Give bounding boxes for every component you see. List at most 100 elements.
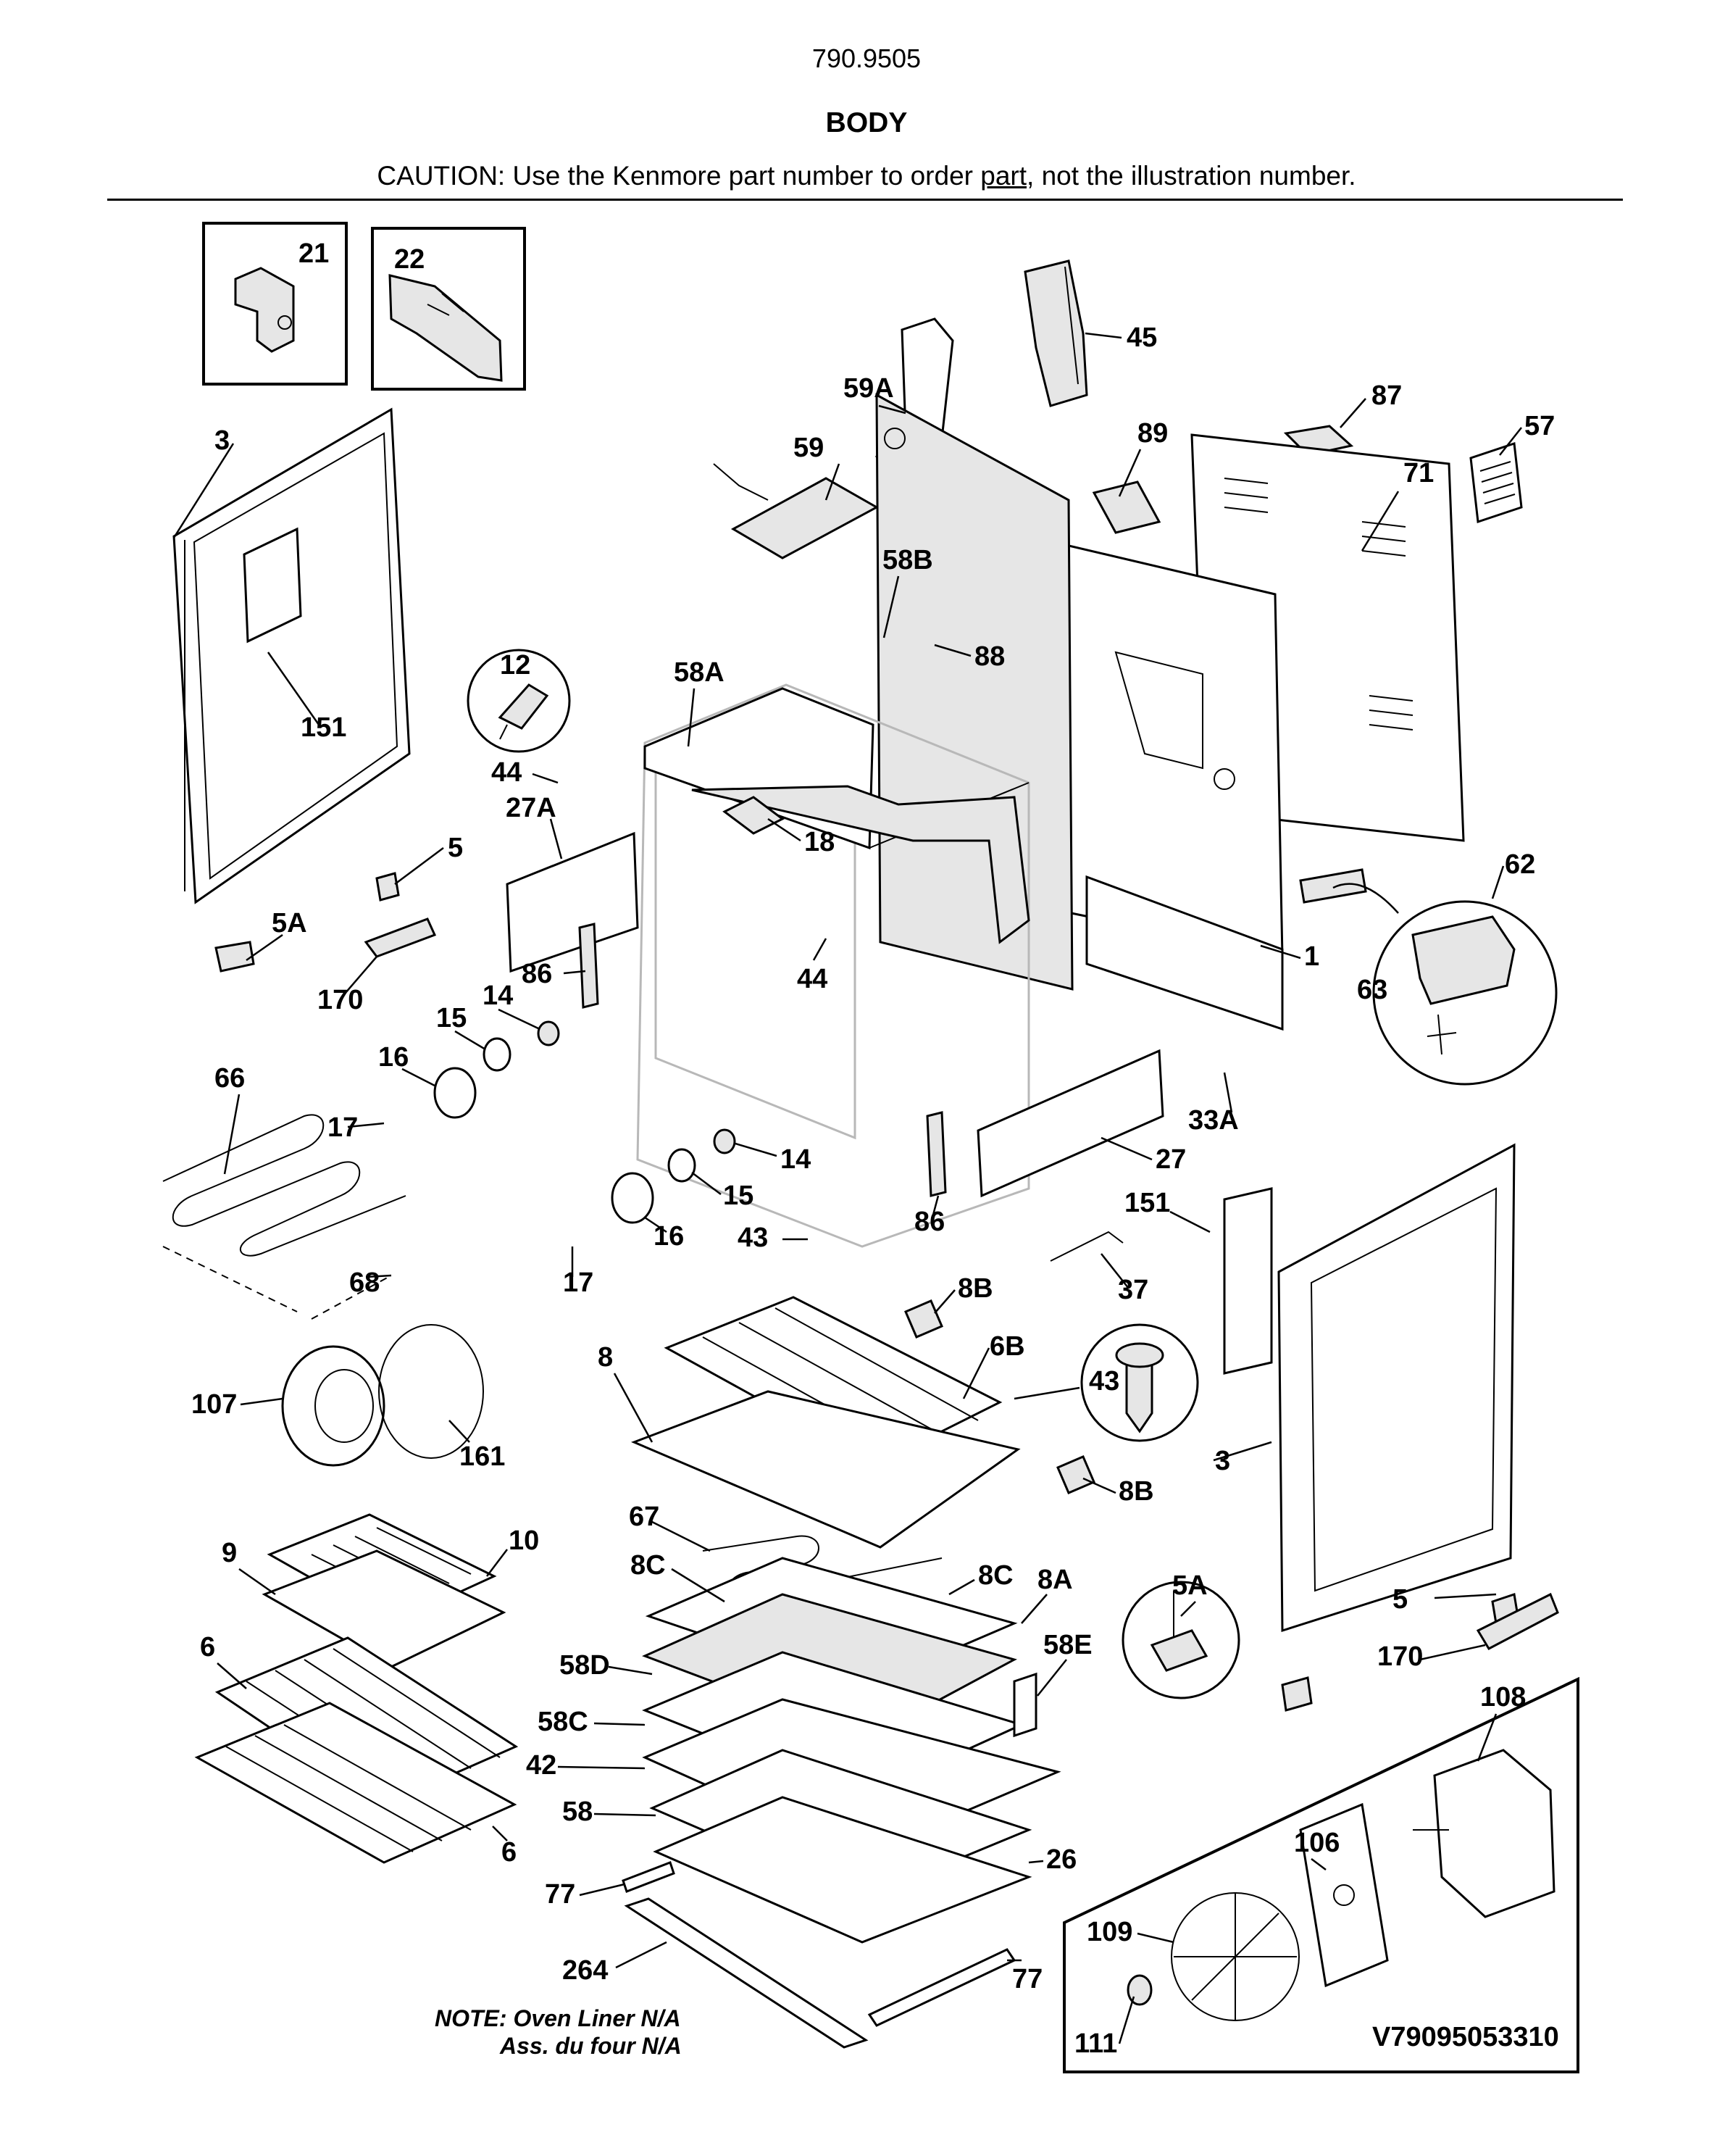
callout-label: 27: [1156, 1144, 1186, 1175]
callout-label: 264: [562, 1955, 608, 1986]
callout-label: 22: [394, 244, 425, 275]
callout-label: 16: [378, 1042, 409, 1073]
callout-label: 27A: [506, 793, 556, 823]
callout-label: 8: [598, 1342, 613, 1373]
callout-label: 86: [914, 1207, 945, 1237]
part-22-bracket: [388, 274, 503, 382]
convection-motor-inset-box: [1063, 1676, 1579, 2073]
part-264-kick-panel: [624, 1897, 869, 2049]
callout-label: 10: [509, 1526, 539, 1556]
caution-text: CAUTION: Use the Kenmore part number to …: [0, 161, 1733, 191]
part-45-bracket: [1024, 259, 1088, 407]
part-77-slide-left: [622, 1861, 675, 1893]
part-8-broil-pan: [630, 1390, 1021, 1549]
callout-label: 87: [1371, 380, 1402, 411]
callout-label: 161: [459, 1441, 505, 1472]
callout-label: 108: [1480, 1682, 1526, 1712]
part-62-terminal-inset: [1332, 883, 1558, 1086]
callout-label: 6: [501, 1837, 517, 1868]
part-37-wire: [1050, 1231, 1124, 1262]
oven-lamp-assembly-upper: [433, 1020, 560, 1119]
part-5A-leg-inset: [1122, 1581, 1240, 1699]
callout-label: 151: [301, 712, 346, 743]
part-106-fan-shroud: [1299, 1802, 1389, 1988]
part-27A-side-rail: [506, 831, 639, 973]
part-8B-bracket-upper: [904, 1299, 943, 1339]
callout-label: 71: [1403, 458, 1434, 488]
callout-label: 8B: [958, 1273, 993, 1304]
callout-label: 17: [327, 1112, 358, 1143]
callout-label: 58A: [674, 657, 724, 688]
callout-label: 8A: [1037, 1565, 1073, 1595]
part-8B-bracket-lower: [1056, 1455, 1095, 1494]
callout-label: 170: [317, 985, 363, 1015]
callout-label: 1: [1304, 941, 1319, 972]
part-12-thermostat-inset: [467, 649, 571, 753]
inset-box-part-21: [202, 222, 348, 386]
callout-label: 21: [298, 238, 329, 269]
part-58B-insulation: [875, 393, 1074, 991]
callout-label: 8C: [978, 1560, 1014, 1591]
callout-label: 58: [562, 1797, 593, 1827]
callout-label: 58B: [882, 545, 933, 575]
callout-label: 88: [974, 641, 1005, 672]
callout-label: 62: [1505, 849, 1535, 880]
part-5A-leg-right: [1281, 1676, 1313, 1712]
part-33A-rear-rail: [1085, 875, 1284, 1031]
callout-label: 5: [448, 833, 463, 863]
callout-label: 17: [563, 1268, 593, 1298]
callout-label: 5A: [1172, 1570, 1208, 1601]
callout-label: 58E: [1043, 1630, 1093, 1660]
part-5A-leg-bracket: [214, 941, 255, 973]
part-170-anti-tip-bracket: [364, 917, 437, 958]
callout-leader-lines: [172, 332, 1522, 2044]
callout-label: 5: [1392, 1584, 1408, 1615]
drawing-number: V79095053310: [1372, 2022, 1559, 2052]
model-number: 790.9505: [811, 43, 922, 73]
part-43-screw-inset: [1080, 1323, 1199, 1442]
callout-label: 3: [1215, 1446, 1230, 1476]
part-108-convection-motor: [1413, 1749, 1555, 1918]
callout-label: 170: [1377, 1641, 1423, 1672]
part-161-gasket-ring: [378, 1324, 484, 1459]
part-109-fan-blade: [1171, 1892, 1300, 2021]
part-111-nut: [1127, 1974, 1153, 2006]
callout-label: 43: [1089, 1366, 1119, 1397]
callout-label: 63: [1357, 975, 1387, 1005]
callout-label: 109: [1087, 1917, 1132, 1947]
callout-label: 14: [780, 1144, 811, 1175]
callout-label: 106: [1294, 1828, 1340, 1858]
part-18-clip: [722, 796, 785, 835]
callout-label: 57: [1524, 411, 1555, 441]
part-6-oven-rack-lower: [194, 1702, 517, 1864]
callout-label: 59: [793, 433, 824, 463]
part-170-bracket-right: [1476, 1592, 1559, 1650]
callout-label: 58C: [538, 1707, 588, 1737]
callout-label: 9: [222, 1538, 237, 1568]
part-86-hinge-receiver-lower: [926, 1111, 947, 1197]
part-66-broil-element: [162, 1114, 406, 1257]
part-27-front-rail: [977, 1049, 1164, 1198]
note-line-2: Ass. du four N/A: [500, 2033, 682, 2059]
callout-label: 111: [1074, 2028, 1117, 2059]
header-rule: [107, 199, 1623, 201]
inset-box-part-22: [371, 227, 526, 391]
part-68-wire-harness: [162, 1246, 392, 1320]
callout-label: 45: [1127, 322, 1157, 353]
note-line-1: NOTE: Oven Liner N/A: [435, 2005, 681, 2031]
part-5-leveling-leg: [375, 872, 400, 902]
callout-label: 107: [191, 1389, 237, 1420]
callout-label: 68: [349, 1268, 380, 1298]
part-89-bracket: [1092, 480, 1161, 534]
callout-label: 6B: [990, 1331, 1025, 1362]
callout-label: 77: [1012, 1964, 1043, 1994]
part-3-right-side-panel: [1277, 1143, 1516, 1633]
callout-label: 43: [738, 1223, 768, 1253]
part-58A-oven-cavity: [636, 683, 1030, 1248]
callout-label: 26: [1046, 1844, 1077, 1875]
part-86-hinge-receiver-upper: [578, 923, 599, 1009]
callout-label: 44: [797, 964, 827, 994]
callout-label: 8B: [1119, 1476, 1154, 1507]
